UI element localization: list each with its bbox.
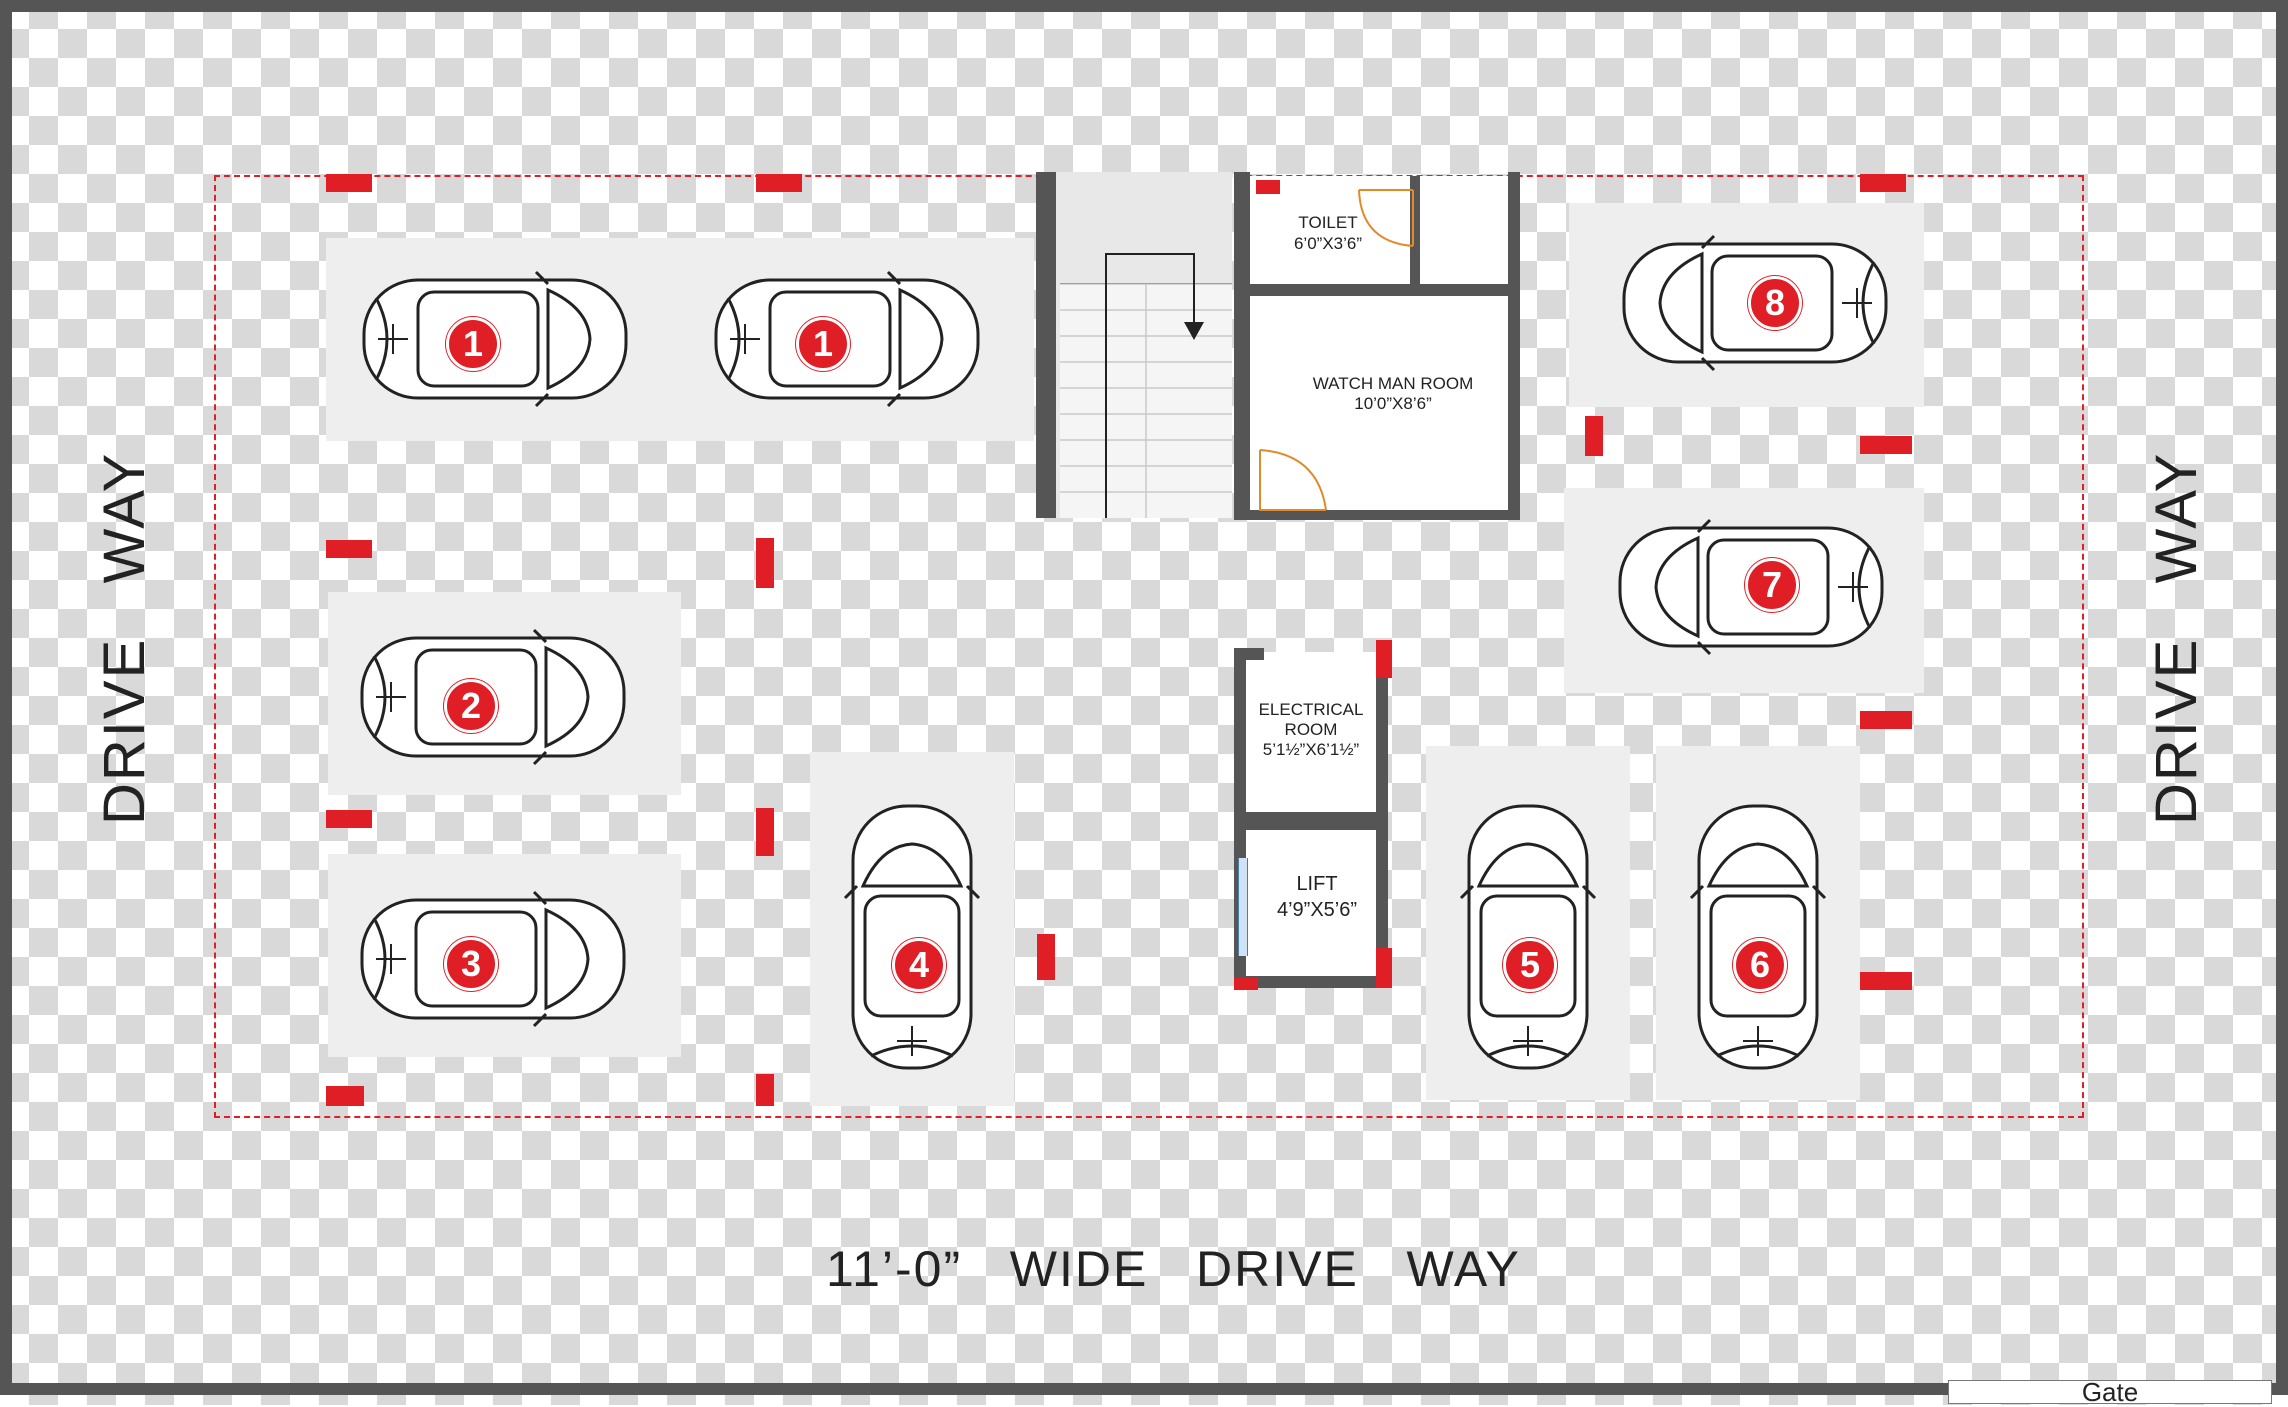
parking-number-badge: 2 (444, 679, 498, 733)
parking-number-badge: 8 (1748, 276, 1802, 330)
column-marker (756, 174, 802, 192)
watchman-room (1250, 296, 1508, 514)
column-marker (326, 540, 372, 558)
room-wall (1234, 976, 1388, 988)
lift-door (1238, 858, 1248, 956)
electrical-name-line2: ROOM (1284, 720, 1338, 739)
column-marker (1860, 436, 1912, 454)
stair-wall (1234, 172, 1250, 518)
column-marker (1234, 978, 1258, 990)
room-wall (1234, 510, 1520, 520)
column-marker (756, 808, 774, 856)
left-driveway-label: DRIVE WAY (92, 451, 157, 825)
lift-name: LIFT (1296, 873, 1338, 895)
service-room (1420, 176, 1508, 284)
parking-number-badge: 1 (446, 317, 500, 371)
electrical-name: ELECTRICAL (1258, 700, 1364, 719)
electrical-room (1240, 652, 1376, 812)
column-marker (1037, 934, 1055, 980)
column-marker (1256, 180, 1280, 194)
column-marker (1860, 711, 1912, 729)
parking-number-badge: 7 (1745, 558, 1799, 612)
toilet-name: TOILET (1298, 213, 1358, 232)
parking-number-badge: 5 (1503, 938, 1557, 992)
parking-number-badge: 4 (892, 938, 946, 992)
lift-size: 4’9”X5’6” (1276, 899, 1358, 921)
column-marker (326, 810, 372, 828)
car-icon (1459, 804, 1597, 1070)
car-icon (843, 804, 981, 1070)
room-wall (1508, 172, 1520, 518)
watchman-size: 10’0”X8’6” (1354, 394, 1432, 413)
column-marker (1860, 972, 1912, 990)
electrical-size: 5’1½”X6’1½” (1262, 740, 1360, 759)
lift-shaft (1240, 830, 1376, 980)
watchman-name: WATCH MAN ROOM (1312, 374, 1474, 393)
column-marker (1376, 640, 1392, 678)
parking-number-badge: 1 (796, 317, 850, 371)
toilet-room (1250, 176, 1414, 284)
column-marker (326, 1086, 364, 1106)
room-wall (1410, 176, 1420, 284)
door-icon (1259, 449, 1327, 511)
column-marker (326, 174, 372, 192)
room-wall (1234, 648, 1264, 660)
column-marker (756, 1074, 774, 1106)
stair-wall (1036, 172, 1056, 518)
staircase-steps (1060, 253, 1232, 518)
column-marker (756, 538, 774, 588)
column-marker (1860, 174, 1906, 192)
room-wall (1250, 284, 1512, 296)
bottom-driveway-label: 11’-0” WIDE DRIVE WAY (826, 1241, 1521, 1297)
right-driveway-label: DRIVE WAY (2144, 451, 2209, 825)
door-icon (1358, 189, 1414, 247)
column-marker (1585, 416, 1603, 456)
room-wall (1234, 812, 1388, 830)
parking-number-badge: 6 (1733, 938, 1787, 992)
column-marker (1376, 948, 1392, 988)
toilet-size: 6’0”X3’6” (1293, 234, 1363, 253)
parking-number-badge: 3 (444, 937, 498, 991)
car-icon (1689, 804, 1827, 1070)
gate-label: Gate (1948, 1379, 2272, 1405)
